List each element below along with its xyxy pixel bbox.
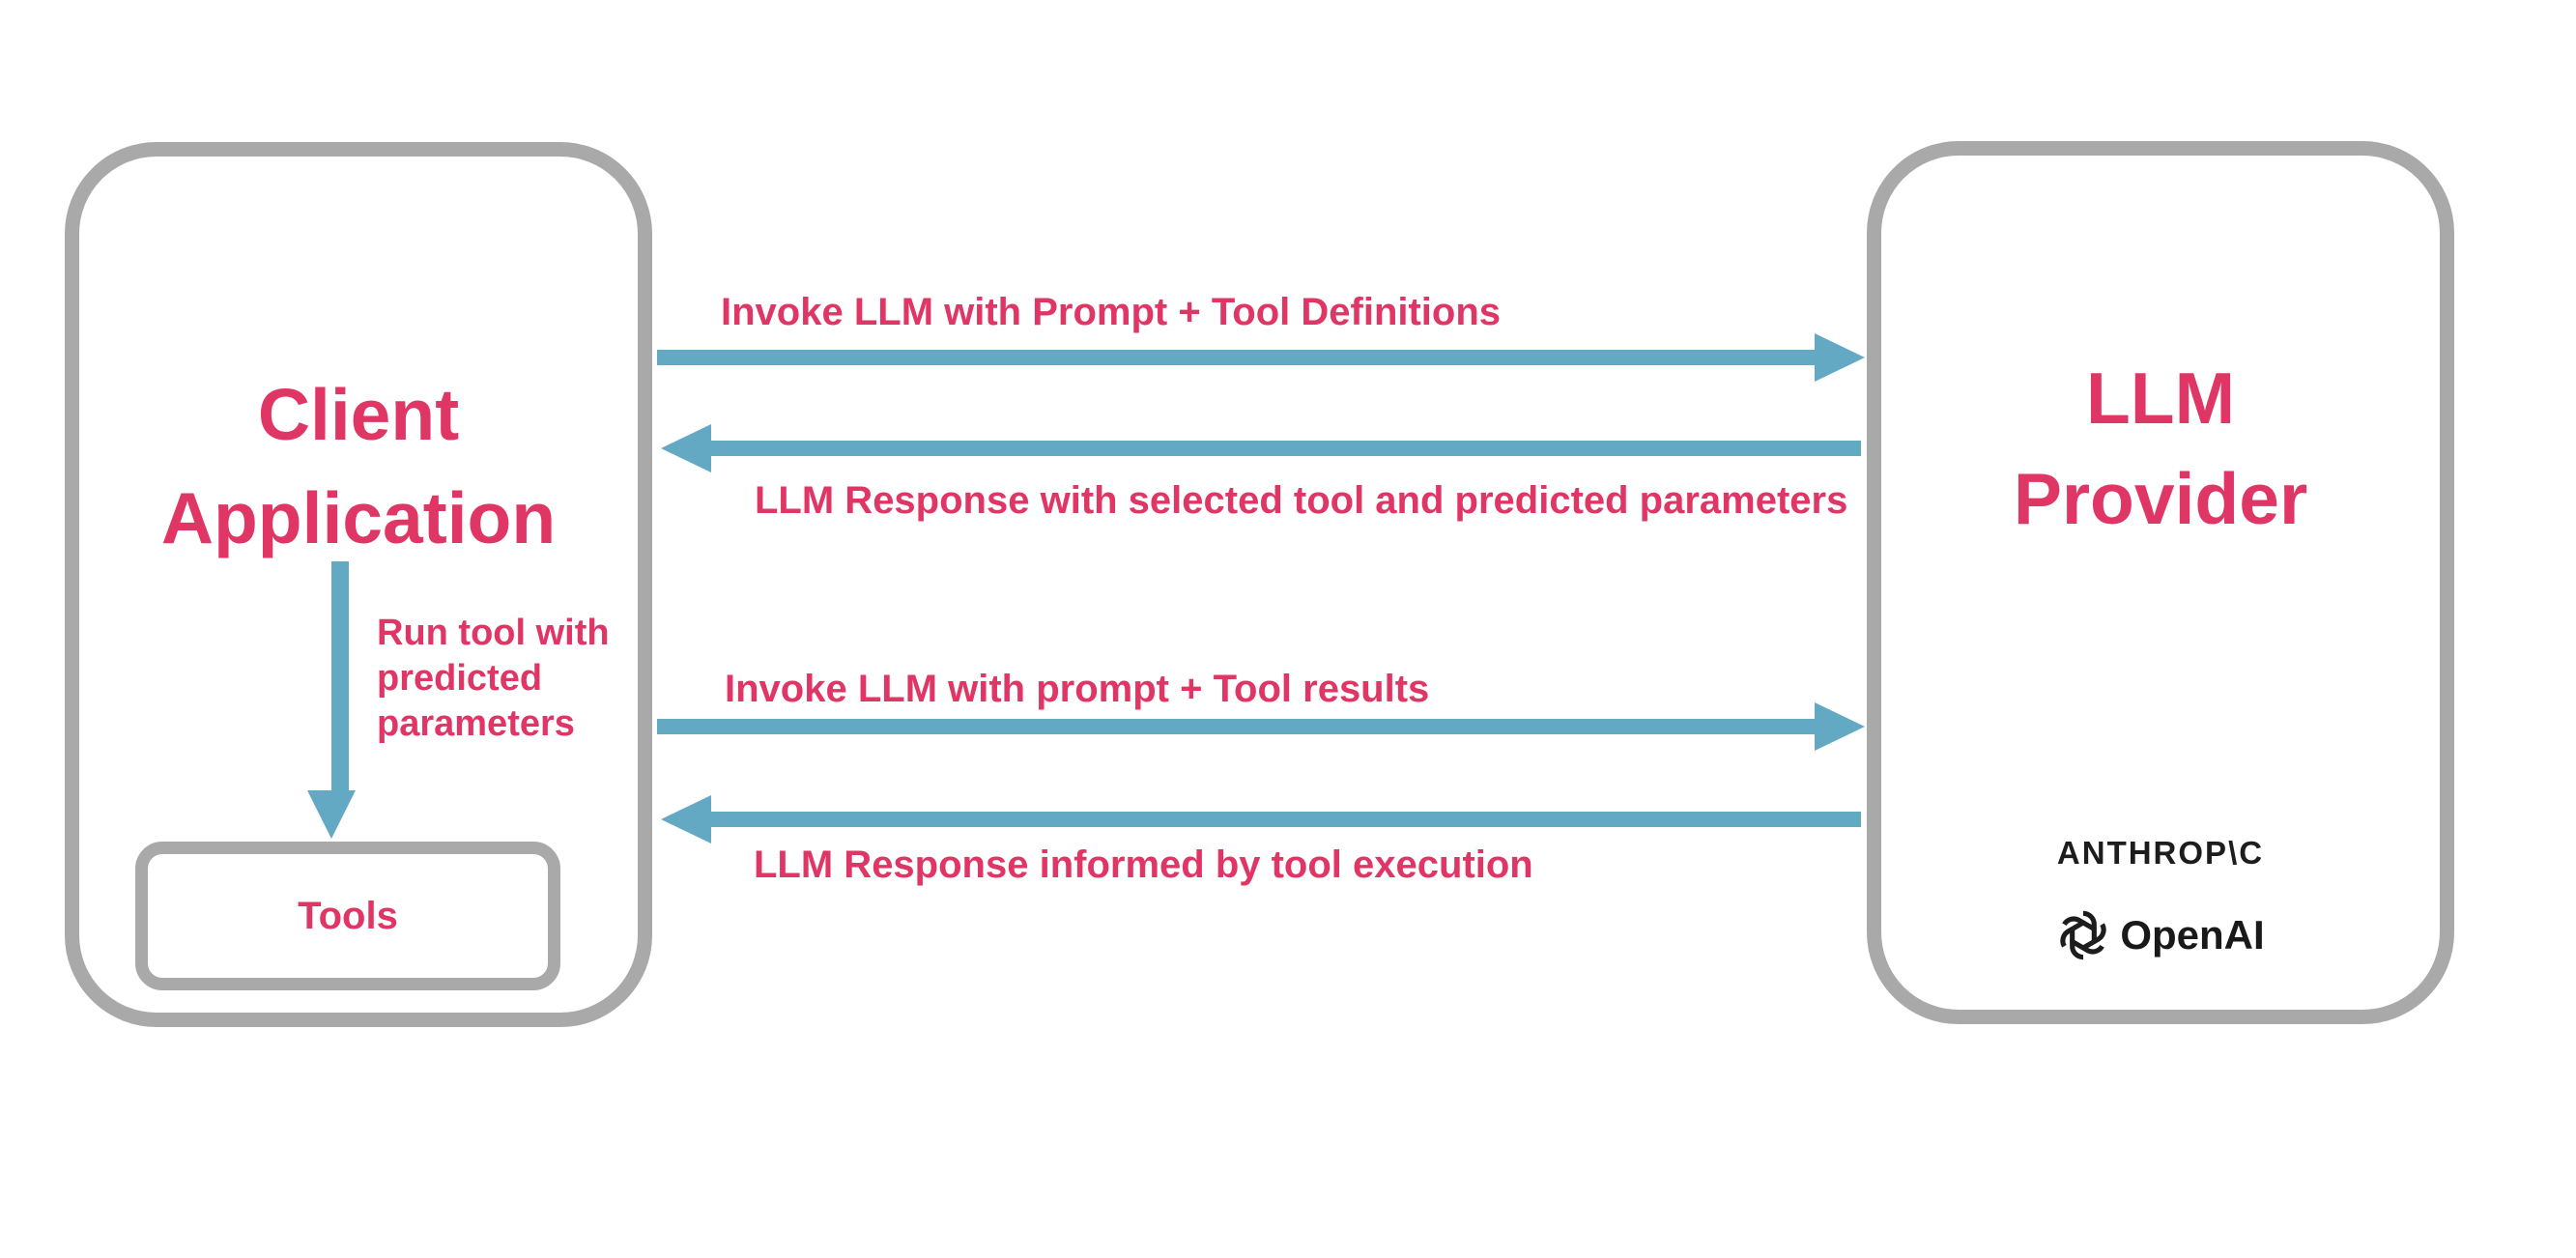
- flow-label-invoke-definitions: Invoke LLM with Prompt + Tool Definition…: [721, 291, 1502, 333]
- llm-provider-box: [1867, 141, 2454, 1024]
- flow-label-response-selected: LLM Response with selected tool and pred…: [755, 479, 1848, 522]
- anthropic-logo: ANTHROP\C: [2056, 835, 2265, 871]
- tools-label: Tools: [298, 894, 398, 937]
- flow-label-invoke-results: Invoke LLM with prompt + Tool results: [725, 668, 1430, 710]
- llm-provider-title: LLM Provider: [2013, 357, 2308, 539]
- arrow-invoke-results-shaft: [657, 719, 1817, 734]
- arrow-response-selected-shaft: [711, 441, 1861, 456]
- run-tool-arrow-head: [307, 790, 356, 839]
- arrow-invoke-definitions-shaft: [657, 350, 1817, 365]
- flow-label-response-informed: LLM Response informed by tool execution: [754, 843, 1533, 886]
- arrow-invoke-definitions-head: [1815, 333, 1865, 382]
- openai-logo: OpenAI: [1867, 904, 2454, 966]
- arrow-invoke-results-head: [1815, 702, 1865, 751]
- tools-box: Tools: [135, 842, 560, 990]
- run-tool-arrow-shaft: [331, 561, 349, 790]
- run-tool-label: Run tool with predicted parameters: [377, 613, 610, 744]
- arrow-response-informed-head: [661, 795, 711, 843]
- arrow-response-selected-head: [661, 424, 711, 472]
- client-application-title: Client Application: [160, 374, 557, 558]
- arrow-response-informed-shaft: [711, 812, 1861, 827]
- openai-wordmark: OpenAI: [2120, 912, 2265, 958]
- openai-logo-icon: [2056, 908, 2110, 962]
